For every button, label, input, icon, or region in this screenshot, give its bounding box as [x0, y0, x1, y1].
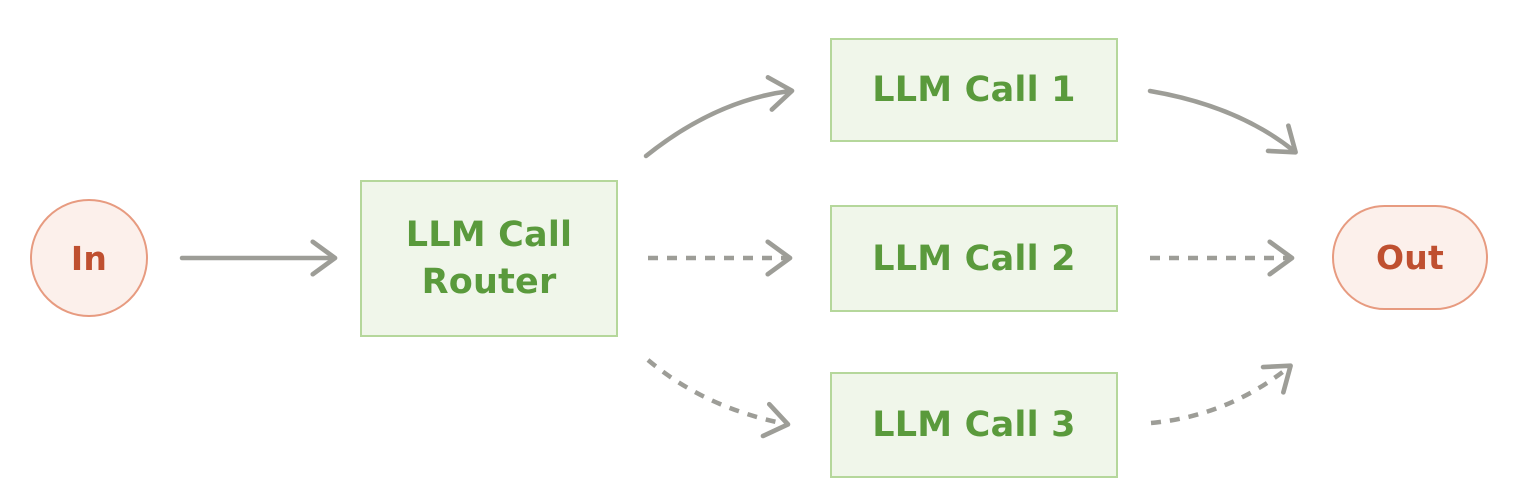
node-llm-call-3-label: LLM Call 3	[872, 405, 1076, 445]
edge-router-call1	[643, 75, 795, 159]
node-llm-call-3: LLM Call 3	[830, 372, 1118, 478]
node-llm-call-1: LLM Call 1	[830, 38, 1118, 142]
edge-call3-out	[1150, 363, 1293, 426]
node-out-label: Out	[1376, 238, 1444, 277]
node-llm-call-2: LLM Call 2	[830, 205, 1118, 312]
node-in: In	[30, 199, 148, 317]
edge-call1-out	[1147, 88, 1298, 155]
node-llm-call-1-label: LLM Call 1	[872, 70, 1076, 110]
node-llm-call-router-label: LLM Call Router	[405, 215, 573, 302]
node-in-label: In	[70, 238, 108, 278]
edge-router-call3	[646, 358, 791, 439]
node-out: Out	[1332, 205, 1488, 310]
node-llm-call-2-label: LLM Call 2	[872, 238, 1076, 279]
node-llm-call-router: LLM Call Router	[360, 180, 618, 337]
